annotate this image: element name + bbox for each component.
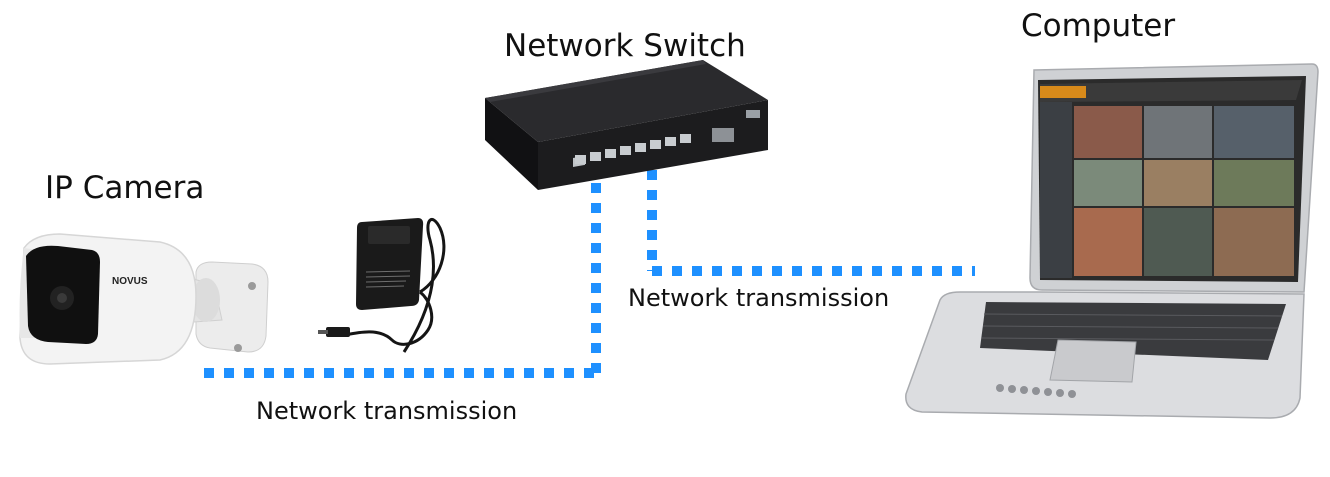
network-switch-label: Network Switch — [504, 28, 746, 64]
ip-camera-icon: NOVUS — [19, 233, 269, 365]
network-transmission-label-upper: Network transmission — [628, 284, 890, 312]
network-link-switch-computer — [647, 170, 975, 276]
camera-brand-logo: NOVUS — [112, 276, 148, 287]
power-adapter-icon — [318, 217, 446, 353]
screen-video-tiles — [1074, 106, 1294, 276]
network-switch-icon — [485, 60, 768, 190]
network-link-camera-switch — [204, 172, 601, 378]
network-transmission-label-lower: Network transmission — [256, 397, 518, 425]
laptop-icon — [905, 63, 1319, 419]
ip-camera-label: IP Camera — [45, 170, 205, 206]
computer-label: Computer — [1021, 8, 1176, 44]
